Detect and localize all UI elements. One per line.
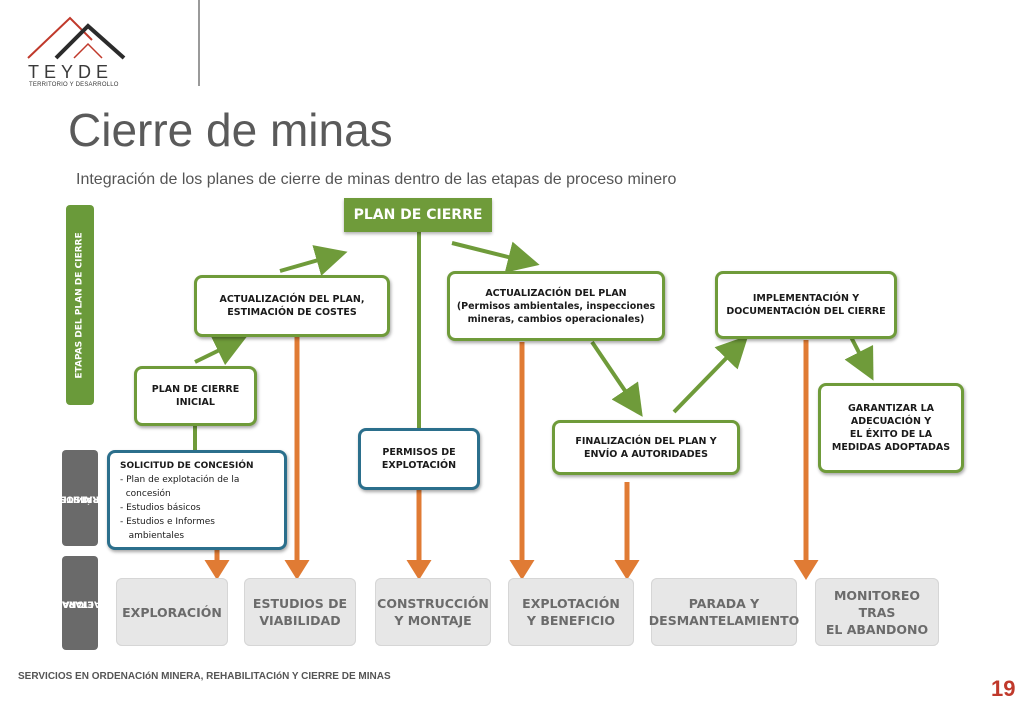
logo-tagline: TERRITORIO Y DESARROLLO bbox=[29, 82, 119, 88]
logo-brand: TEYDE bbox=[28, 62, 114, 82]
box-actualizacion-permisos: ACTUALIZACIÓN DEL PLAN(Permisos ambienta… bbox=[447, 271, 665, 341]
teyde-logo-mark bbox=[27, 16, 126, 60]
box-solicitud-concesion: SOLICITUD DE CONCESIÓN- Plan de explotac… bbox=[107, 450, 287, 550]
stage-exploracion: EXPLORACIÓN bbox=[116, 578, 228, 646]
page-subtitle: Integración de los planes de cierre de m… bbox=[76, 171, 677, 188]
header-divider bbox=[198, 0, 200, 86]
box-actualizacion-costes: ACTUALIZACIÓN DEL PLAN,ESTIMACIÓN DE COS… bbox=[194, 275, 390, 337]
page-title: Cierre de minas bbox=[68, 104, 393, 156]
plan-de-cierre-header: PLAN DE CIERRE bbox=[344, 198, 492, 232]
footer-text: SERVICIOS EN ORDENACIóN MINERA, REHABILI… bbox=[18, 671, 391, 682]
side-label-plan: ETAPAS DEL PLAN DE CIERRE bbox=[66, 205, 94, 405]
page-number: 19 bbox=[991, 676, 1016, 701]
